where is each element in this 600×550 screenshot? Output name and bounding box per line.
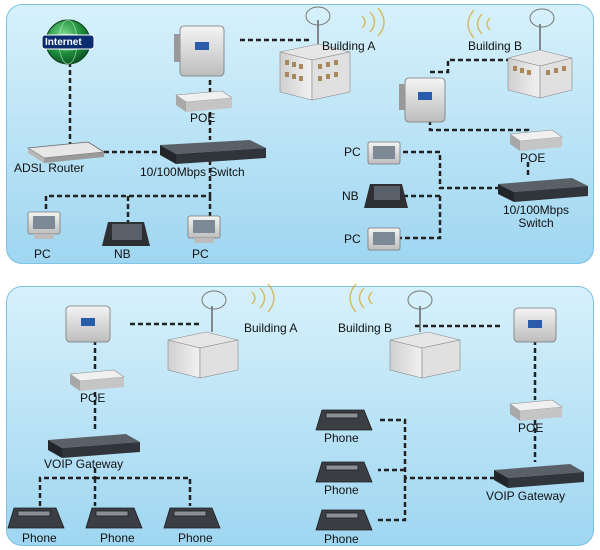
nb-right-label: NB xyxy=(342,189,359,203)
notebook-left-icon xyxy=(102,222,150,246)
nb-left-label: NB xyxy=(114,247,131,261)
wireless-signal-icon xyxy=(467,9,491,39)
building-b-icon xyxy=(467,8,573,99)
poe-a-icon xyxy=(175,90,233,112)
phone-l2-label: Phone xyxy=(100,531,135,545)
switch-b-icon xyxy=(498,178,588,202)
access-point-a-icon xyxy=(174,25,225,77)
poe-a-label: POE xyxy=(190,111,216,125)
pc-left-1-label: PC xyxy=(34,247,51,261)
building-b2-label: Building B xyxy=(338,321,393,335)
pc-left-2-label: PC xyxy=(192,247,209,261)
adsl-router-icon xyxy=(26,141,106,163)
switch-b-label-line2: Switch xyxy=(518,216,554,230)
building-a2-label: Building A xyxy=(244,321,298,335)
access-point-b-icon xyxy=(399,77,446,123)
wireless-signal-icon xyxy=(251,283,275,313)
phone-l3-label: Phone xyxy=(178,531,213,545)
poe-b2-icon xyxy=(509,399,563,421)
pc-right-1-icon xyxy=(367,141,401,165)
phone-r2-label: Phone xyxy=(324,483,359,497)
internet-globe-icon xyxy=(41,19,95,65)
link-ap-building-b xyxy=(430,58,508,74)
pc-left-2-icon xyxy=(187,215,221,243)
poe-a2-icon xyxy=(69,369,125,391)
pc-right-2-icon xyxy=(367,227,401,251)
bottom-links xyxy=(38,322,537,522)
building-b-label: Building B xyxy=(468,39,523,53)
switch-a-label: 10/100Mbps Switch xyxy=(140,165,245,179)
building-a2-icon xyxy=(167,283,275,379)
pc-right-2-label: PC xyxy=(344,232,361,246)
notebook-right-icon xyxy=(364,184,408,208)
access-point-a2-icon xyxy=(65,305,111,343)
phone-l3-icon xyxy=(163,507,221,529)
building-a-icon xyxy=(279,6,385,101)
link-switch-clients-b xyxy=(400,150,500,240)
link-voip-phones-b xyxy=(378,418,495,522)
link-switch-clients-a xyxy=(44,160,212,222)
pc-left-1-icon xyxy=(27,211,61,239)
wireless-signal-icon xyxy=(349,283,373,313)
poe-b-icon xyxy=(509,129,563,151)
switch-b-label-line1: 10/100Mbps xyxy=(502,203,570,217)
building-a-label: Building A xyxy=(322,39,376,53)
voip-gateway-a-icon xyxy=(48,434,140,458)
phone-r2-icon xyxy=(315,461,373,483)
phone-l2-icon xyxy=(85,507,143,529)
link-voip-phones-a xyxy=(38,468,192,506)
phone-l1-label: Phone xyxy=(22,531,57,545)
phone-r1-icon xyxy=(315,409,373,431)
poe-a2-label: POE xyxy=(80,391,106,405)
switch-a-icon xyxy=(160,140,266,164)
adsl-router-label: ADSL Router xyxy=(14,161,85,175)
pc-right-1-label: PC xyxy=(344,145,361,159)
phone-l1-icon xyxy=(7,507,65,529)
poe-b-label: POE xyxy=(520,151,546,165)
internet-label: Internet xyxy=(45,37,82,48)
phone-r3-label: Phone xyxy=(324,532,359,546)
phone-r1-label: Phone xyxy=(324,431,359,445)
phone-r3-icon xyxy=(315,509,373,531)
poe-b2-label: POE xyxy=(518,421,544,435)
voip-gateway-b-icon xyxy=(494,464,584,488)
voip-gateway-b-label: VOIP Gateway xyxy=(486,489,566,503)
access-point-b2-icon xyxy=(513,307,557,343)
wireless-signal-icon xyxy=(361,7,385,37)
voip-gateway-a-label: VOIP Gateway xyxy=(44,457,124,471)
building-b2-icon xyxy=(349,283,461,379)
top-panel xyxy=(6,4,594,264)
